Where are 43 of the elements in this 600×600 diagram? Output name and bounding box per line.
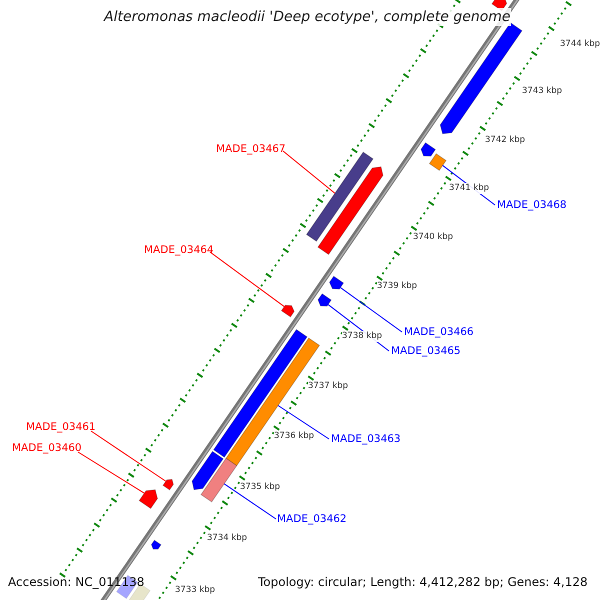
gene-label: MADE_03464 [144, 244, 214, 257]
leader-line [224, 483, 276, 520]
gene-bar [318, 293, 332, 306]
scale-label: 3744 kbp [560, 39, 600, 50]
scale-label: 3738 kbp [342, 331, 382, 342]
gene-label: MADE_03466 [404, 326, 474, 339]
gene-bar [420, 142, 436, 156]
gene-label: MADE_03462 [277, 513, 347, 526]
scale-label: 3739 kbp [377, 281, 418, 292]
scale-label: 3743 kbp [522, 86, 562, 97]
gene-bar [162, 478, 174, 490]
leader-line [90, 430, 166, 482]
gene-bar [440, 22, 523, 134]
gene-label: MADE_03461 [26, 421, 96, 434]
map-title: Alteromonas macleodii 'Deep ecotype', complete genome [104, 8, 511, 26]
gene-bar [306, 152, 374, 242]
leader-line [340, 287, 402, 332]
scale-label: 3737 kbp [308, 381, 348, 392]
leader-line [210, 252, 285, 308]
scale-label: 3735 kbp [240, 482, 280, 493]
gene-bar [138, 489, 158, 510]
scale-label: 3741 kbp [449, 183, 490, 194]
gene-label: MADE_03460 [12, 442, 82, 455]
gene-label: MADE_03463 [331, 433, 401, 446]
gene-bar [428, 153, 447, 171]
gene-label: MADE_03467 [216, 143, 286, 156]
scale-label: 3742 kbp [485, 135, 526, 146]
scale-label: 3734 kbp [207, 533, 248, 544]
info-text: Topology: circular; Length: 4,412,282 bp; Genes: 4,128 [258, 574, 588, 590]
scale-label: 3736 kbp [274, 431, 314, 442]
leader-line [78, 452, 145, 494]
gene-bar [192, 450, 224, 490]
gene-bar [150, 540, 162, 550]
gene-label: MADE_03465 [391, 345, 461, 358]
gene-bar [329, 276, 344, 290]
gene-bar [200, 458, 238, 502]
gene-bar [280, 304, 295, 318]
scale-label: 3740 kbp [413, 232, 454, 243]
scale-label: 3733 kbp [175, 585, 216, 596]
leader-line [282, 150, 336, 194]
gene-bar [317, 166, 384, 256]
leader-line [278, 405, 330, 440]
gene-label: MADE_03468 [497, 199, 567, 212]
